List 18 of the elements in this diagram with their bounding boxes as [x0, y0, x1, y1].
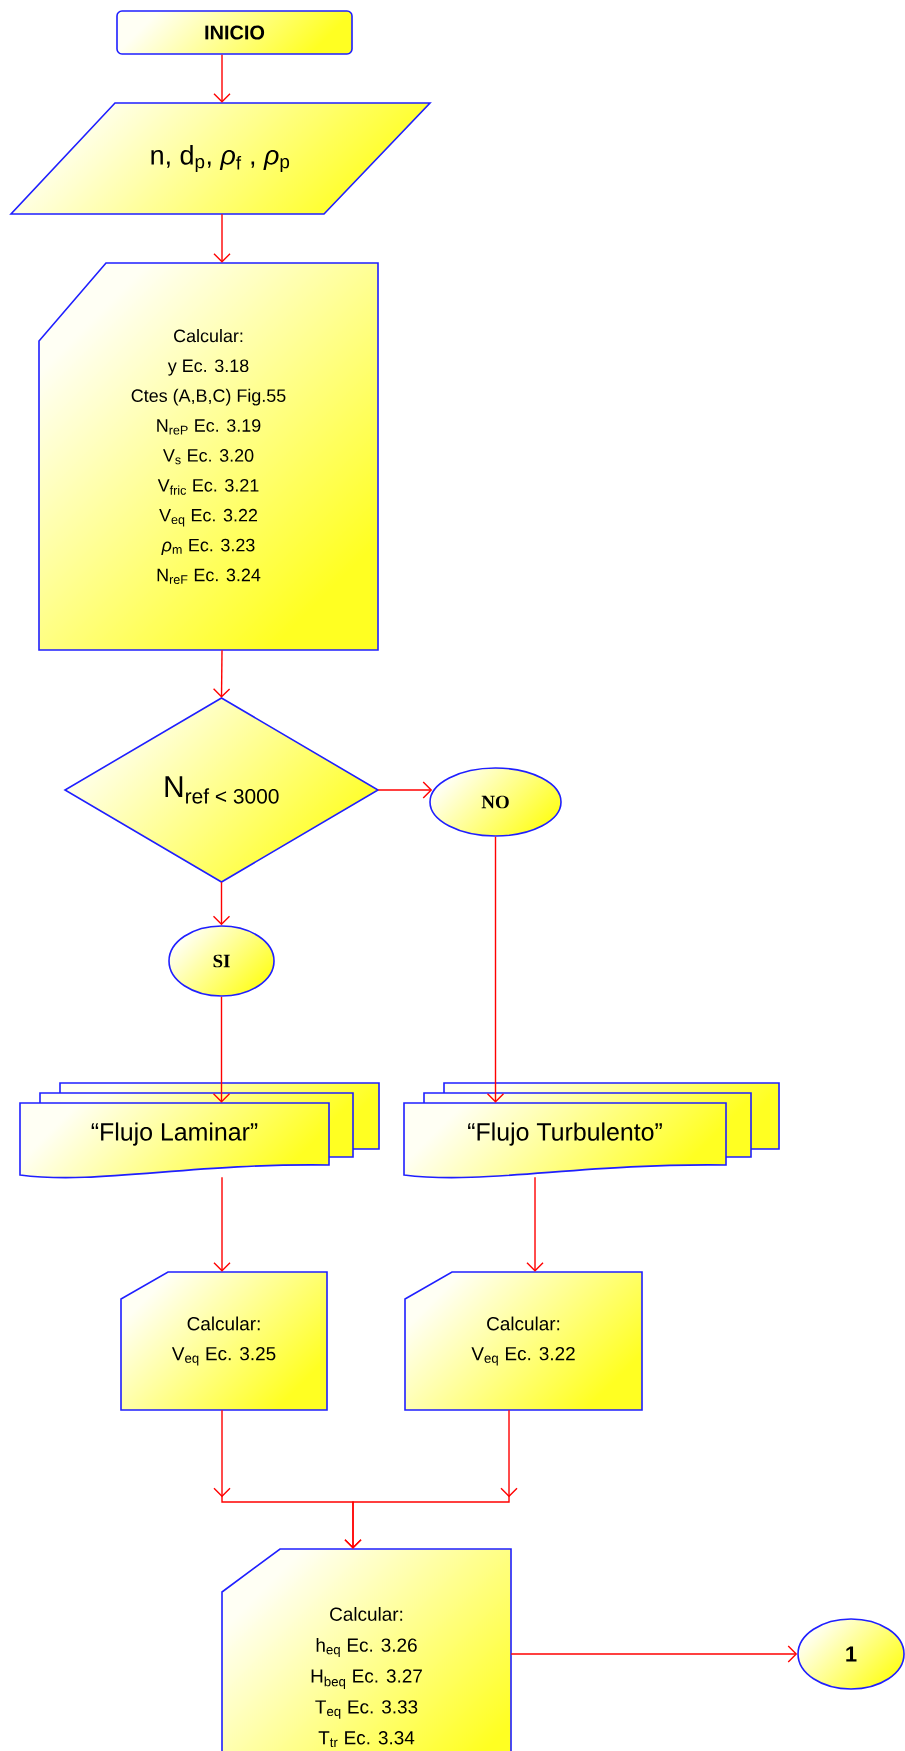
arrow — [486, 836, 505, 1103]
process-card: Calcular: y Ec. 3.18 Ctes (A,B,C) Fig.55 N$_{reP}$ Ec. 3.19 V$_{s}$ Ec. 3.20 V$_{fric}$ Ec. 3.21 V$_{eq}$ Ec. 3.22 ρ$_{m}$ Ec. 3.23 N$_{reF}$ Ec. 3.24 — [38, 262, 379, 651]
arrow — [213, 54, 231, 103]
document-stack: “Flujo Laminar” — [19, 1082, 380, 1179]
arrow — [377, 781, 433, 799]
process-card: Calcular: V$_{eq}$ Ec. 3.25 — [120, 1271, 328, 1411]
arrow — [212, 649, 231, 698]
arrow — [510, 1645, 798, 1663]
terminal-box: INICIO — [116, 10, 353, 55]
arrow — [526, 1176, 544, 1272]
arrow — [213, 1176, 231, 1272]
document-stack: “Flujo Turbulento” — [403, 1082, 780, 1179]
process-card: Calcular: V$_{eq}$ Ec. 3.22 — [404, 1271, 643, 1411]
arrow — [344, 1409, 518, 1549]
arrow — [212, 996, 231, 1103]
arrow — [212, 881, 231, 926]
process-card: Calcular: h$_{eq}$ Ec. 3.26 H$_{beq}$ Ec. 3.27 T$_{eq}$ Ec. 3.33 T$_{tr}$ Ec. 3.34 — [221, 1548, 512, 1751]
arrow — [213, 213, 231, 263]
